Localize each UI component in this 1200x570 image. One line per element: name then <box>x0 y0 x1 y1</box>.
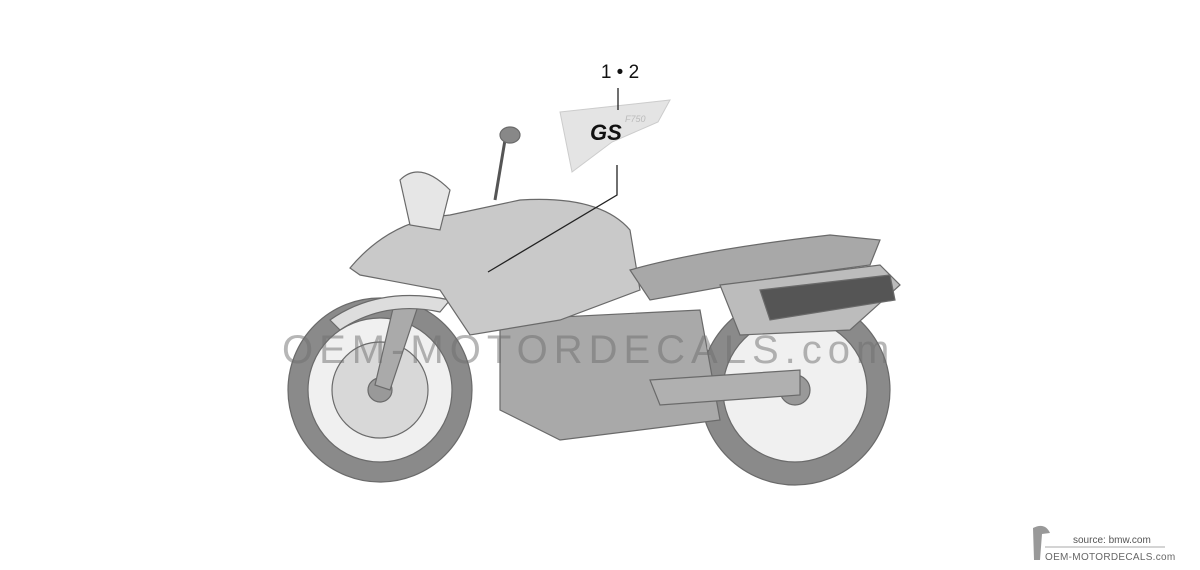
decal-logo: GS <box>590 120 622 145</box>
decal-part: GS F750 <box>559 99 671 173</box>
source-text: source: bmw.com <box>1073 535 1151 546</box>
logo-icon <box>1033 525 1050 560</box>
brand-text: OEM-MOTORDECALS.com <box>1045 552 1176 563</box>
leader-lines <box>487 88 619 273</box>
front-wheel <box>287 297 473 483</box>
callout-label: 1 • 2 <box>600 62 640 83</box>
decal-sub-logo: F750 <box>625 114 646 124</box>
